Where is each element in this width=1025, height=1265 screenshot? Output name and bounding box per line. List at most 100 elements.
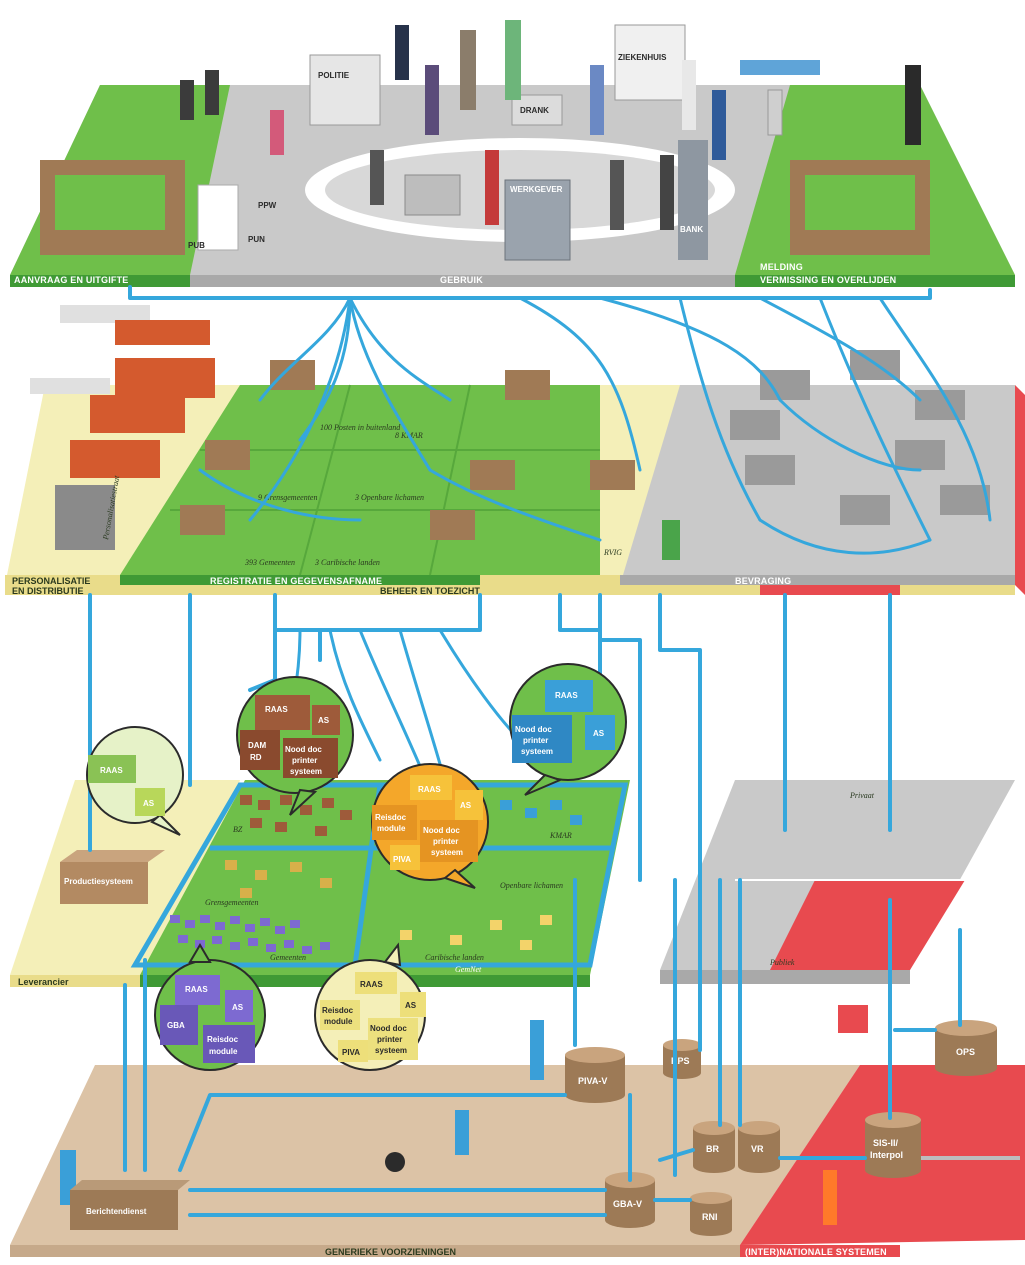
pipe	[178, 1093, 567, 1172]
b3-nood-1: Nood doc	[423, 826, 460, 835]
van-icon	[70, 440, 160, 478]
b6-reisdoc-1: Reisdoc	[322, 1006, 354, 1015]
ops-database: OPS	[935, 1020, 997, 1076]
rps-label: RPS	[671, 1056, 690, 1066]
cable-reel-icon	[385, 1152, 405, 1172]
desk-icon	[895, 440, 945, 470]
b3-piva: PIVA	[393, 855, 411, 864]
person-icon	[425, 65, 439, 135]
sis-label-1: SIS-II/	[873, 1138, 899, 1148]
b2-nood-1: Nood doc	[285, 745, 322, 754]
desk-icon	[730, 410, 780, 440]
person-icon	[712, 90, 726, 160]
field-worker-icon	[823, 1170, 837, 1225]
nood-doc-box	[283, 738, 338, 778]
pipe	[758, 296, 922, 402]
as-box	[400, 992, 426, 1017]
gba-v-label: GBA-V	[613, 1199, 642, 1209]
personalisatie-label-1: PERSONALISATIE	[12, 576, 90, 586]
prisoner-icon	[205, 70, 219, 115]
melding-booth	[805, 175, 915, 230]
sis-label-2: Interpol	[870, 1150, 903, 1160]
mailbox-icon	[838, 1005, 868, 1033]
b3-nood-3: systeem	[431, 848, 463, 857]
registratie-edge	[120, 575, 480, 585]
airplane-icon	[60, 305, 150, 323]
b6-nood-3: systeem	[375, 1046, 407, 1055]
pipe	[348, 296, 452, 402]
pun-label: PUN	[248, 235, 265, 244]
bubble-caribische: RAAS AS Reisdoc module Nood doc printer …	[314, 942, 426, 1071]
desk-icon	[205, 440, 250, 470]
vr-label: VR	[751, 1144, 764, 1154]
pipe	[438, 628, 522, 742]
productiesysteem-top	[60, 850, 165, 862]
registratie-grid	[170, 384, 600, 576]
leverancier-edge	[10, 975, 180, 987]
cylinders: PIVA-V RPS BR VR	[565, 1020, 997, 1236]
b2-nood-3: systeem	[290, 767, 322, 776]
pipe	[198, 468, 362, 522]
melding-label-2: VERMISSING EN OVERLIJDEN	[760, 275, 896, 285]
personalisatie-label-2: EN DISTRIBUTIE	[12, 586, 84, 596]
b2-as: AS	[318, 716, 330, 725]
airplane-icon	[115, 320, 210, 345]
berichtendienst-label: Berichtendienst	[86, 1207, 147, 1216]
raas-box	[355, 972, 397, 994]
generieke-label: GENERIEKE VOORZIENINGEN	[325, 1247, 456, 1257]
bubble-bz: RAAS AS DAM RD Nood doc printer systeem	[236, 676, 354, 816]
person-icon	[270, 110, 284, 155]
b5-reisdoc-2: module	[209, 1047, 238, 1056]
internationale-label: (INTER)NATIONALE SYSTEMEN	[745, 1247, 887, 1257]
person-icon	[370, 150, 384, 205]
person-icon	[485, 150, 499, 225]
airplane-icon	[30, 378, 110, 394]
gemeenten-lower-label: Gemeenten	[270, 953, 306, 962]
b2-nood-2: printer	[292, 756, 317, 765]
ziekenhuis-building	[614, 24, 686, 101]
aanvraag-booth	[55, 175, 165, 230]
bottom-layer: GENERIEKE VOORZIENINGEN (INTER)NATIONALE…	[10, 1005, 1025, 1257]
connection-pipes	[88, 285, 992, 1217]
b1-as: AS	[143, 799, 155, 808]
desk-icon	[760, 370, 810, 400]
middle-layer: Personalisatiestraat 100 Posten in buite…	[5, 305, 1025, 596]
pipe	[878, 296, 992, 522]
pipe	[778, 398, 922, 472]
kmar-blocks	[500, 800, 582, 825]
person-icon	[180, 80, 194, 120]
posten-label: 100 Posten in buitenland	[320, 423, 401, 432]
b3-reisdoc-1: Reisdoc	[375, 813, 407, 822]
bubble-gemeenten: RAAS AS GBA Reisdoc module	[154, 943, 266, 1071]
aanvraag-label: AANVRAAG EN UITGIFTE	[14, 275, 129, 285]
b6-reisdoc-2: module	[324, 1017, 353, 1026]
b5-reisdoc-1: Reisdoc	[207, 1035, 239, 1044]
caribische-lower-label: Caribische landen	[425, 953, 484, 962]
productiesysteem-box	[60, 862, 148, 904]
rni-database: RNI	[690, 1192, 732, 1236]
townhall-building	[404, 174, 461, 216]
pipe	[658, 1148, 695, 1162]
pipe	[328, 628, 382, 762]
leverancier-label: Leverancier	[18, 977, 69, 987]
van-icon	[115, 358, 215, 398]
pipe	[558, 593, 602, 702]
as-box	[225, 990, 253, 1022]
pipe	[258, 296, 352, 402]
politie-label: POLITIE	[318, 71, 350, 80]
registratie-zone	[120, 385, 600, 575]
dam-box	[240, 730, 280, 770]
as-box	[585, 715, 615, 750]
reisdoc-box	[203, 1025, 255, 1063]
werkgever-label: WERKGEVER	[510, 185, 563, 194]
br-label: BR	[706, 1144, 719, 1154]
pipe	[348, 296, 432, 472]
bevraging-label: BEVRAGING	[735, 576, 791, 586]
person-icon	[590, 65, 604, 135]
berichtendienst-box	[70, 1190, 178, 1230]
pipe	[248, 296, 352, 522]
desk-icon	[915, 390, 965, 420]
nurse-icon	[682, 60, 696, 130]
openbare-lower-label: Openbare lichamen	[500, 881, 563, 890]
